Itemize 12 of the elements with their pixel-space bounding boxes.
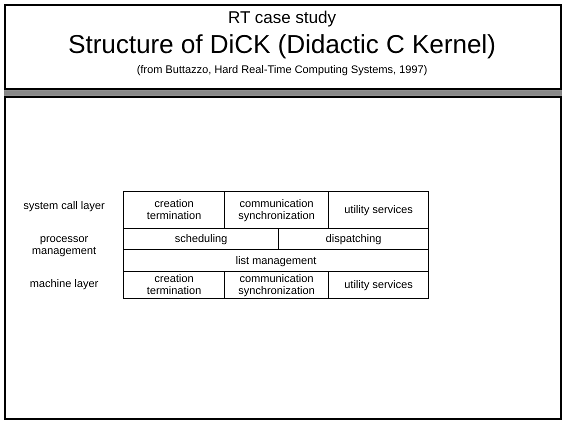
layer-box: utility services bbox=[328, 191, 429, 229]
layer-box: utility services bbox=[328, 271, 429, 299]
slide-title: Structure of DiCK (Didactic C Kernel) bbox=[67, 29, 497, 60]
slide-heading: RT case study bbox=[226, 8, 338, 28]
layer-label: machine layer bbox=[28, 278, 100, 290]
source-note: (from Buttazzo, Hard Real-Time Computing Systems, 1997) bbox=[136, 64, 428, 76]
layer-box: list management bbox=[123, 249, 429, 272]
layer-label: processor management bbox=[30, 233, 98, 257]
layer-box: communication synchronization bbox=[224, 271, 329, 299]
layer-box: creation termination bbox=[123, 271, 225, 299]
layer-label: system call layer bbox=[22, 200, 106, 212]
layer-box: creation termination bbox=[123, 191, 225, 229]
